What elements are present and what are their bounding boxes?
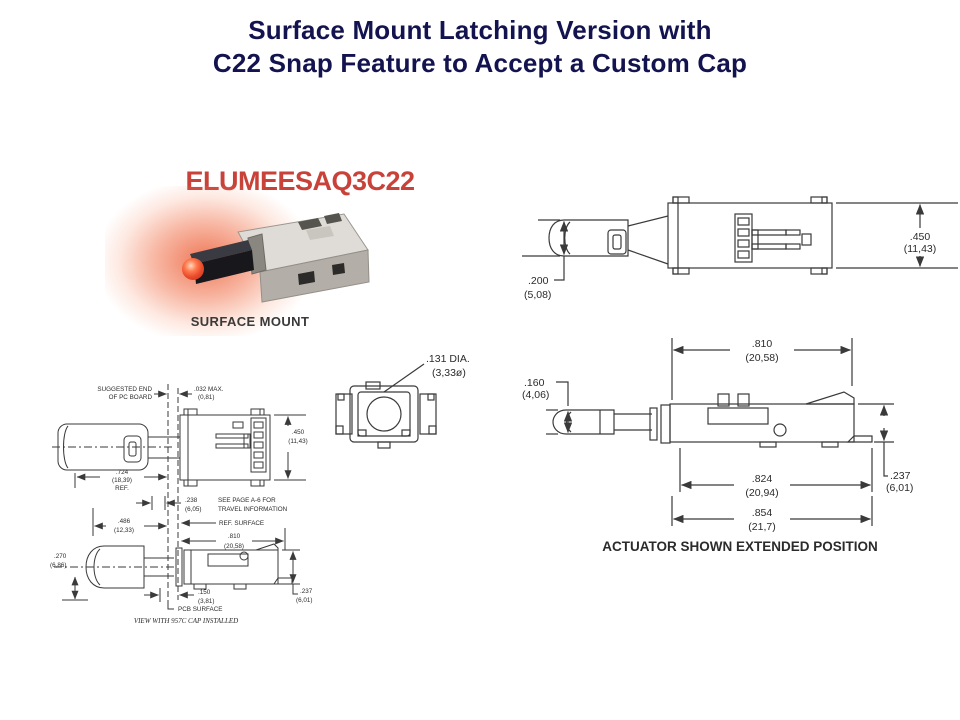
- extended-position-caption: ACTUATOR SHOWN EXTENDED POSITION: [602, 539, 878, 554]
- dim-450-mm-label: (11,43): [904, 243, 937, 255]
- dim-160-mm-label: (4,06): [522, 389, 549, 401]
- dim-854-label: .854: [752, 507, 773, 519]
- dim-270-mm-label: (6,86): [50, 562, 66, 569]
- pcb-surface-label: PCB SURFACE: [178, 606, 222, 613]
- cap-view-drawing: SUGGESTED END OF PC BOARD .032 MAX. (0,8…: [50, 384, 313, 625]
- dim-724-label: .724: [116, 469, 129, 476]
- dia-label: .131 DIA.: [426, 353, 470, 365]
- dim-238-label: .238: [185, 497, 198, 504]
- dim-486-label: .486: [118, 518, 131, 525]
- product-photo: [105, 186, 378, 336]
- dim-824-label: .824: [752, 473, 773, 485]
- dim-150-mm-label: (3,81): [198, 598, 214, 605]
- dim-032-label: .032 MAX.: [194, 386, 224, 393]
- dim-724-mm-label: (18,39): [112, 477, 132, 484]
- switch-body: [182, 213, 370, 303]
- dim-237-label: .237: [890, 470, 911, 482]
- led-tip: [182, 258, 204, 280]
- travel-note-line2: TRAVEL INFORMATION: [218, 506, 288, 513]
- side-view-drawing: .450 (11,43) .200 (5,08): [522, 196, 958, 301]
- dim-160-label: .160: [524, 377, 545, 389]
- capview-450-mm-label: (11,43): [288, 438, 307, 445]
- dim-450-label: .450: [910, 231, 931, 243]
- dim-270-label: .270: [54, 553, 67, 560]
- dim-200-label: .200: [528, 275, 549, 287]
- page-title-line2: C22 Snap Feature to Accept a Custom Cap: [212, 48, 748, 78]
- dim-486-mm-label: (12,33): [114, 527, 134, 534]
- dim-810-mm-label: (20,58): [745, 352, 778, 364]
- end-view-drawing: .131 DIA. (3,33ø): [335, 353, 470, 449]
- switch-render: [182, 213, 370, 303]
- capview-237-label: .237: [300, 588, 313, 595]
- extended-view-drawing: .810 (20,58) .160 (4,06) .237 (6,01): [522, 338, 913, 533]
- dim-150-label: .150: [198, 589, 211, 596]
- pcb-note-line2: OF PC BOARD: [109, 394, 153, 401]
- capview-810-mm-label: (20,58): [224, 543, 244, 550]
- pcb-note-line1: SUGGESTED END: [97, 386, 152, 393]
- capview-237-mm-label: (6,01): [296, 597, 312, 604]
- dim-810-label: .810: [752, 338, 773, 350]
- page-title-line1: Surface Mount Latching Version with: [248, 15, 712, 45]
- dia-mm-label: (3,33ø): [432, 367, 466, 379]
- dim-237-mm-label: (6,01): [886, 482, 913, 494]
- capview-450-label: .450: [292, 429, 305, 436]
- dim-724-ref-label: REF.: [115, 485, 129, 492]
- ref-surface-label: REF. SURFACE: [219, 520, 264, 527]
- dim-824-mm-label: (20,94): [745, 487, 778, 499]
- dim-200-mm-label: (5,08): [524, 289, 551, 301]
- cap-view-caption: VIEW WITH 957C CAP INSTALLED: [134, 617, 238, 625]
- surface-mount-caption: SURFACE MOUNT: [190, 314, 310, 329]
- capview-810-label: .810: [228, 533, 241, 540]
- dim-238-mm-label: (6,05): [185, 506, 201, 513]
- travel-note-line1: SEE PAGE A-6 FOR: [218, 497, 276, 504]
- page-title: Surface Mount Latching Version with C22 …: [0, 14, 960, 80]
- dim-854-mm-label: (21,7): [748, 521, 775, 533]
- dim-032-mm-label: (0,81): [198, 394, 214, 401]
